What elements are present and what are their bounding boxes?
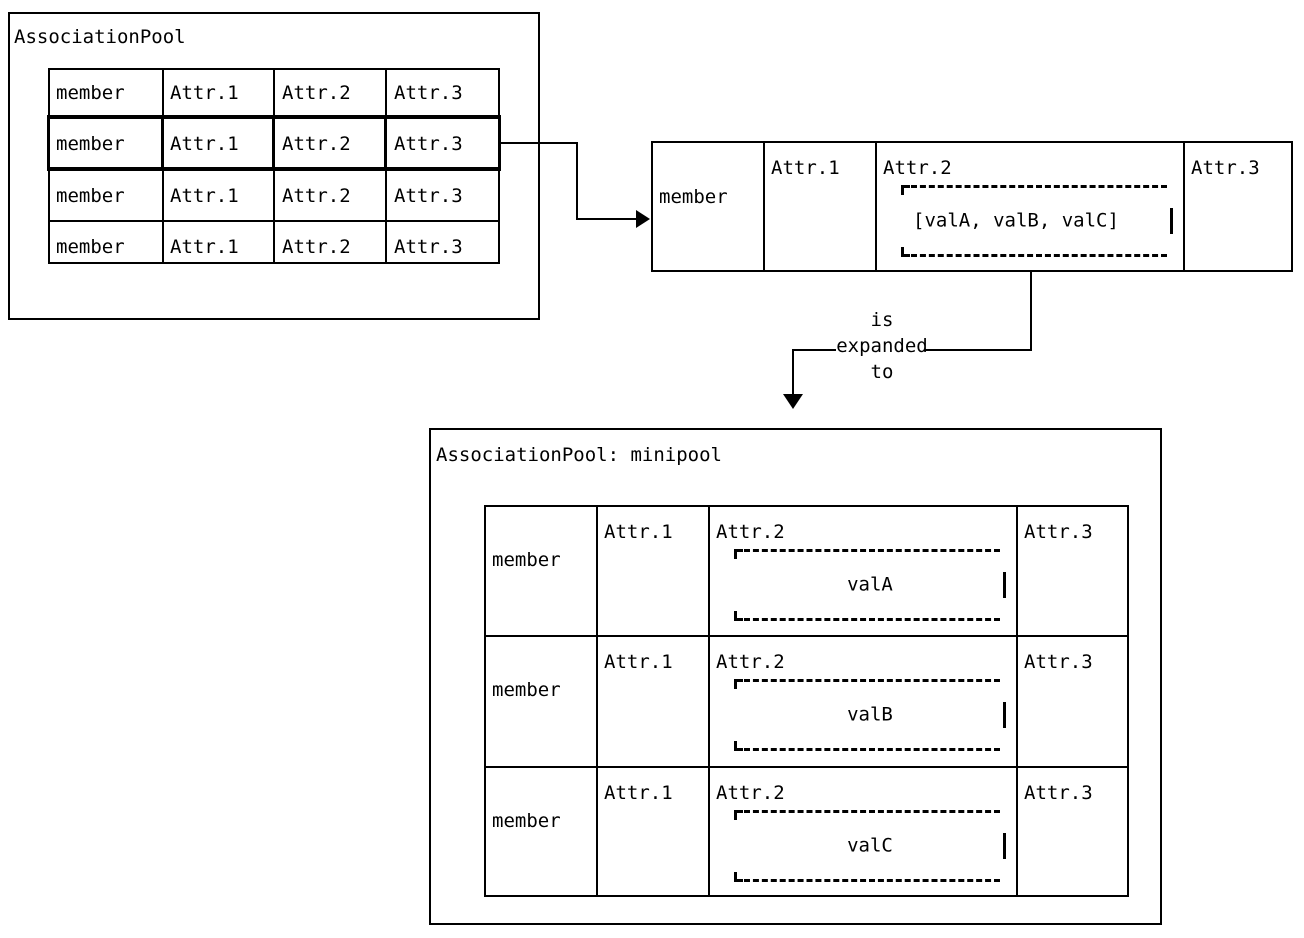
highlight-col-divider bbox=[272, 115, 275, 171]
minipool-title: AssociationPool: minipool bbox=[436, 444, 722, 466]
minipool-row-member-label: member bbox=[492, 549, 561, 571]
detail-row-col-divider bbox=[875, 141, 877, 272]
minipool-row-divider bbox=[484, 635, 1129, 637]
minipool-row-attr3-label: Attr.3 bbox=[1024, 521, 1093, 543]
expand-relation-label-line2: expanded bbox=[836, 335, 928, 357]
minipool-table bbox=[484, 505, 1129, 897]
connector-segment-horizontal bbox=[500, 142, 578, 144]
dashbox-corner-bottom-left-icon bbox=[734, 741, 743, 751]
detail-row-member-label: member bbox=[659, 186, 728, 208]
table-row: Attr.1 bbox=[170, 236, 239, 258]
minipool-col-divider bbox=[708, 505, 710, 897]
association-pool-title: AssociationPool bbox=[14, 26, 186, 48]
detail-row-attr2-label: Attr.2 bbox=[883, 157, 952, 179]
minipool-row-attr1-label: Attr.1 bbox=[604, 521, 673, 543]
minipool-row-attr2-label: Attr.2 bbox=[716, 651, 785, 673]
highlight-col-divider bbox=[161, 115, 164, 171]
dashbox-corner-top-left-icon bbox=[734, 679, 743, 689]
minipool-col-divider bbox=[1016, 505, 1018, 897]
table-row: Attr.1 bbox=[170, 185, 239, 207]
table-row: Attr.3 bbox=[394, 82, 463, 104]
dashbox-bottom-edge bbox=[744, 748, 1000, 751]
table-row: Attr.3 bbox=[394, 185, 463, 207]
dashbox-corner-bottom-left-icon bbox=[734, 872, 743, 882]
highlight-border-left bbox=[47, 115, 50, 171]
dashbox-bottom-edge bbox=[744, 618, 1000, 621]
dashbox-bottom-edge bbox=[911, 254, 1167, 257]
table-row: member bbox=[56, 236, 125, 258]
association-pool-container bbox=[8, 12, 540, 320]
minipool-row-attr2-label: Attr.2 bbox=[716, 521, 785, 543]
dashbox-top-edge bbox=[744, 810, 1000, 813]
dashbox-bottom-edge bbox=[744, 879, 1000, 882]
table-row-highlighted: Attr.1 bbox=[170, 133, 239, 155]
table-row: Attr.1 bbox=[170, 82, 239, 104]
dashbox-top-edge bbox=[744, 549, 1000, 552]
minipool-row-member-label: member bbox=[492, 810, 561, 832]
dashbox-corner-top-left-icon bbox=[734, 810, 743, 820]
connector-arrowhead-icon bbox=[636, 210, 650, 228]
minipool-row-attr2-label: Attr.2 bbox=[716, 782, 785, 804]
table-row-highlighted: Attr.2 bbox=[282, 133, 351, 155]
expand-connector-horizontal bbox=[792, 349, 836, 351]
table-row-highlighted: member bbox=[56, 133, 125, 155]
table-row: member bbox=[56, 185, 125, 207]
detail-row-table bbox=[651, 141, 1293, 272]
table-row: Attr.2 bbox=[282, 185, 351, 207]
dashbox-corner-top-left-icon bbox=[734, 549, 743, 559]
expand-relation-label-line1: is bbox=[870, 309, 894, 331]
source-table-row-divider bbox=[48, 220, 500, 222]
minipool-row-attr2-value-box: valA bbox=[734, 549, 1006, 621]
connector-segment-vertical bbox=[576, 142, 578, 220]
connector-segment-horizontal bbox=[576, 218, 638, 220]
dashbox-top-edge bbox=[744, 679, 1000, 682]
expand-connector-arrowhead-icon bbox=[783, 394, 803, 409]
table-row: Attr.3 bbox=[394, 236, 463, 258]
minipool-row-divider bbox=[484, 766, 1129, 768]
expand-connector-horizontal bbox=[924, 349, 1032, 351]
dashbox-corner-top-left-icon bbox=[901, 185, 910, 195]
detail-row-attr3-label: Attr.3 bbox=[1191, 157, 1260, 179]
dashbox-right-edge bbox=[1003, 572, 1006, 598]
minipool-row-member-label: member bbox=[492, 679, 561, 701]
highlight-col-divider bbox=[384, 115, 387, 171]
minipool-row-attr2-value: valA bbox=[847, 573, 893, 596]
minipool-row-attr3-label: Attr.3 bbox=[1024, 651, 1093, 673]
detail-row-attr2-value: [valA, valB, valC] bbox=[913, 209, 1119, 232]
dashbox-corner-bottom-left-icon bbox=[901, 247, 910, 257]
detail-row-attr1-label: Attr.1 bbox=[771, 157, 840, 179]
minipool-row-attr2-value: valC bbox=[847, 834, 893, 857]
detail-row-col-divider bbox=[1183, 141, 1185, 272]
dashbox-top-edge bbox=[911, 185, 1167, 188]
expand-connector-vertical bbox=[1030, 272, 1032, 350]
table-row: member bbox=[56, 82, 125, 104]
dashbox-right-edge bbox=[1003, 833, 1006, 859]
detail-row-col-divider bbox=[763, 141, 765, 272]
expand-relation-label-line3: to bbox=[870, 361, 894, 383]
minipool-row-attr1-label: Attr.1 bbox=[604, 782, 673, 804]
minipool-container bbox=[429, 428, 1162, 925]
minipool-row-attr3-label: Attr.3 bbox=[1024, 782, 1093, 804]
table-row-highlighted: Attr.3 bbox=[394, 133, 463, 155]
dashbox-corner-bottom-left-icon bbox=[734, 611, 743, 621]
minipool-row-attr2-value: valB bbox=[847, 703, 893, 726]
table-row: Attr.2 bbox=[282, 236, 351, 258]
minipool-row-attr1-label: Attr.1 bbox=[604, 651, 673, 673]
expand-connector-vertical bbox=[792, 349, 794, 397]
highlight-border-right bbox=[498, 115, 501, 171]
minipool-row-attr2-value-box: valB bbox=[734, 679, 1006, 751]
table-row: Attr.2 bbox=[282, 82, 351, 104]
dashbox-right-edge bbox=[1170, 208, 1173, 234]
dashbox-right-edge bbox=[1003, 702, 1006, 728]
minipool-row-attr2-value-box: valC bbox=[734, 810, 1006, 882]
minipool-col-divider bbox=[596, 505, 598, 897]
detail-row-attr2-value-box: [valA, valB, valC] bbox=[901, 185, 1173, 257]
